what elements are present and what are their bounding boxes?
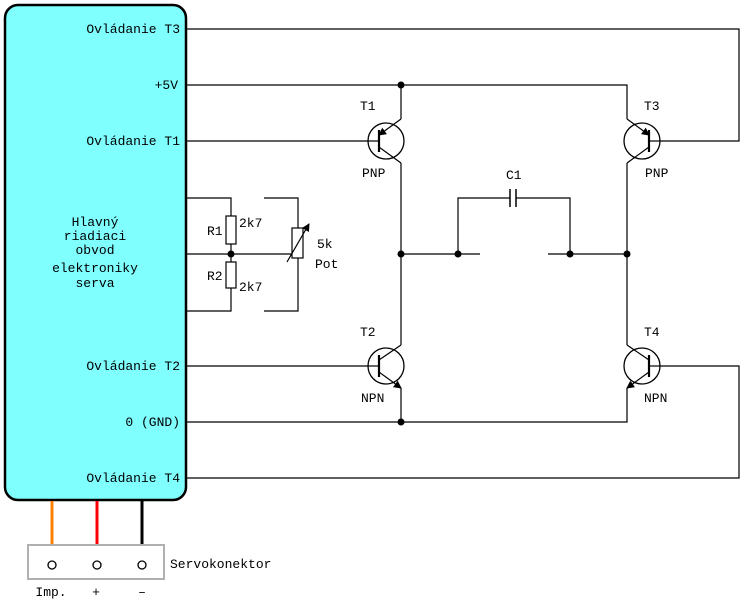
pin-label-t4: Ovládanie T4 [86,471,180,486]
t4-ref: T4 [644,325,660,340]
pin-label-t1: Ovládanie T1 [86,134,180,149]
c1-ref: C1 [506,168,522,183]
transistor-t2 [367,344,405,389]
connector-label: Servokonektor [170,557,271,572]
transistor-t3 [623,118,661,164]
resistor-r1 [225,215,237,245]
r2-ref: R2 [207,269,223,284]
junction-dot [454,250,462,258]
junction-dot [227,250,235,258]
junction-dot [397,81,405,89]
connector-pin-label-imp: Imp. [35,585,66,600]
transistor-t1 [367,118,405,164]
t1-ref: T1 [360,99,376,114]
pin-label-gnd: 0 (GND) [125,415,180,430]
pin-label-t3: Ovládanie T3 [86,22,180,37]
r1-ref: R1 [207,224,223,239]
connector-pin-label-minus: – [138,585,146,600]
pin-label-vcc: +5V [155,78,179,93]
block-title-line-5: serva [75,276,114,291]
connector-pin-plus [92,560,102,570]
resistor-r2 [225,261,237,289]
t2-type: NPN [361,391,384,406]
t3-ref: T3 [644,99,660,114]
junction-dot [566,250,574,258]
block-title-line-2: riadiaci [64,229,127,244]
connector-pin-minus [137,560,147,570]
connector-pin-label-plus: + [92,585,100,600]
r2-value: 2k7 [239,280,262,295]
block-title-line-3: obvod [75,243,114,258]
pot-label: Pot [315,257,338,272]
t4-type: NPN [644,391,667,406]
pot-value: 5k [317,237,333,252]
junction-dot [397,418,405,426]
transistor-t4 [623,344,661,389]
pot-wiper-arrow [286,223,310,263]
wiring [186,28,740,479]
t1-type: PNP [362,166,386,181]
pin-label-t2: Ovládanie T2 [86,359,180,374]
connector-pin-imp [47,560,57,570]
t2-ref: T2 [360,325,376,340]
junction-dot [623,250,631,258]
block-title-line-4: elektroniky [52,261,138,276]
main-control-block [3,3,188,502]
t3-type: PNP [645,166,669,181]
junction-dot [397,250,405,258]
r1-value: 2k7 [239,216,262,231]
block-title-line-1: Hlavný [72,215,119,230]
